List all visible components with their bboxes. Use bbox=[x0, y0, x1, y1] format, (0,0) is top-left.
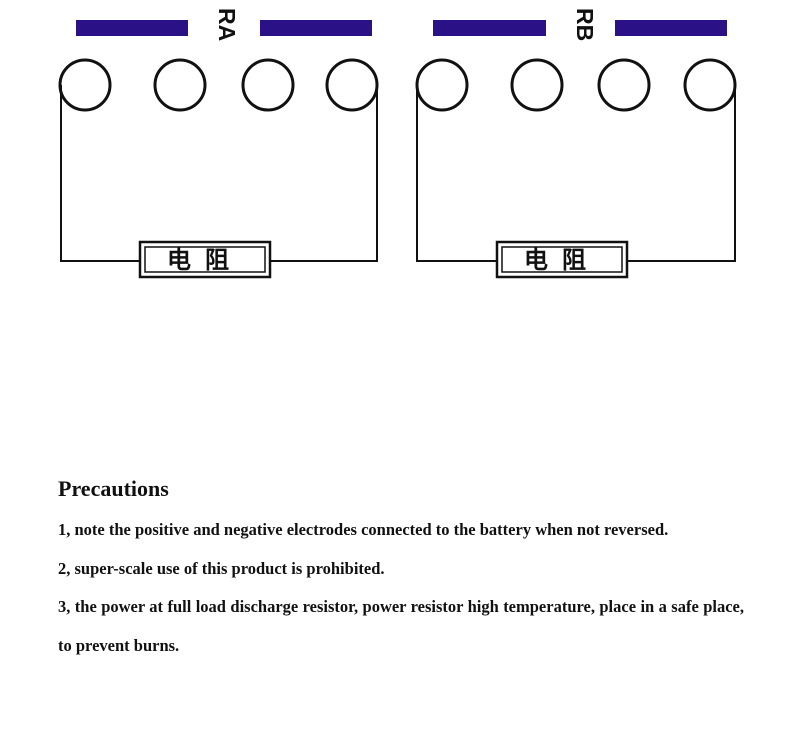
ra-wire-left bbox=[60, 85, 140, 262]
ra-label: RA bbox=[214, 8, 240, 42]
rb-terminal-4 bbox=[683, 58, 737, 112]
rb-wire-left bbox=[416, 85, 497, 262]
ra-terminal-3 bbox=[241, 58, 295, 112]
precautions-title: Precautions bbox=[58, 476, 169, 501]
rb-resistor-outer bbox=[495, 240, 629, 279]
rb-terminal-3 bbox=[597, 58, 651, 112]
ra-wire-right bbox=[270, 85, 378, 262]
precaution-item-3: 3, the power at full load discharge resi… bbox=[58, 597, 744, 655]
rb-terminal-2 bbox=[510, 58, 564, 112]
module-ra bbox=[58, 20, 379, 279]
rb-terminal-bar-right bbox=[615, 20, 727, 36]
ra-resistor-inner bbox=[144, 246, 266, 273]
rb-terminal-1 bbox=[415, 58, 469, 112]
ra-terminal-bar-right bbox=[260, 20, 372, 36]
ra-terminal-4 bbox=[325, 58, 379, 112]
precaution-item-2: 2, super-scale use of this product is pr… bbox=[58, 558, 385, 578]
wiring-diagram bbox=[58, 20, 737, 279]
ra-terminal-2 bbox=[153, 58, 207, 112]
rb-resistor-inner bbox=[501, 246, 623, 273]
module-rb bbox=[415, 20, 737, 279]
precautions-section: Precautions 1, note the positive and neg… bbox=[58, 476, 744, 665]
ra-resistor-outer bbox=[138, 240, 272, 279]
rb-terminal-bar-left bbox=[433, 20, 546, 36]
precaution-item-1: 1, note the positive and negative electr… bbox=[58, 520, 669, 539]
rb-label: RB bbox=[572, 8, 598, 42]
rb-wire-right bbox=[627, 85, 736, 262]
ra-resistor-label: 电阻 bbox=[167, 246, 243, 274]
ra-terminal-bar-left bbox=[76, 20, 188, 36]
ra-terminal-1 bbox=[58, 58, 112, 112]
rb-resistor-label: 电阻 bbox=[524, 246, 600, 274]
